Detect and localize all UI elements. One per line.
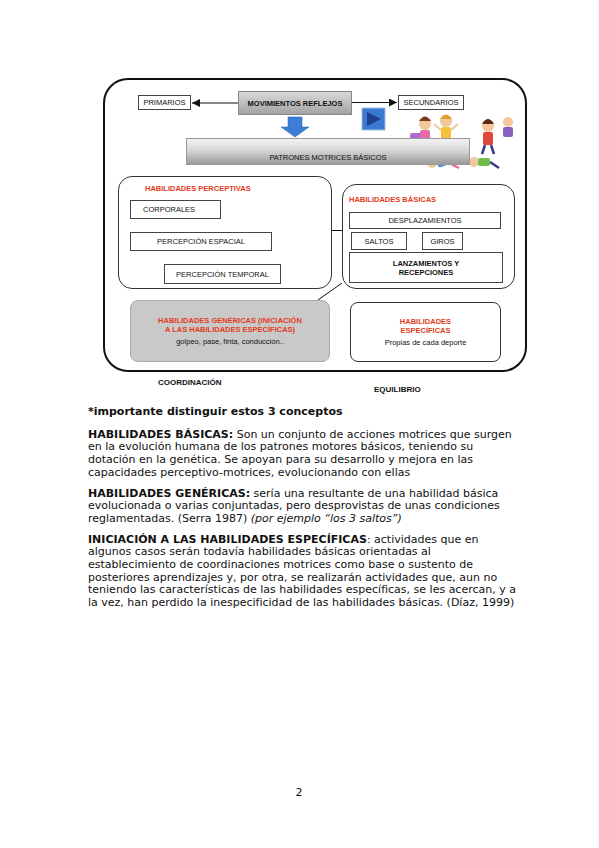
- node-title: PERCEPCIÓN TEMPORAL: [176, 270, 269, 279]
- definition-paragraph: *importante distinguir estos 3 conceptos: [88, 406, 520, 419]
- node-title: PRIMARIOS: [143, 98, 185, 107]
- node-title: PERCEPCIÓN ESPACIAL: [157, 237, 245, 246]
- definition-paragraph: HABILIDADES GENÉRICAS: sería una resulta…: [88, 488, 520, 526]
- definition-paragraph: HABILIDADES BÁSICAS: Son un conjunto de …: [88, 429, 520, 480]
- node-title: GIROS: [430, 237, 454, 246]
- node-title: MOVIMIENTOS REFLEJOS: [248, 99, 343, 108]
- skill-box: LANZAMIENTOS Y RECEPCIONES: [349, 252, 503, 283]
- node-body: golpeo, pase, finta, conducción..: [176, 337, 284, 346]
- node-title: PATRONES MOTRICES BÁSICOS: [269, 153, 386, 162]
- connector-line: [332, 230, 342, 231]
- axis-label: COORDINACIÓN: [158, 378, 222, 387]
- node-title: CORPORALES: [143, 205, 195, 214]
- skill-box: CORPORALES: [130, 200, 221, 219]
- term-text: *importante distinguir estos 3 conceptos: [88, 405, 343, 418]
- node-body: Propias de cada deporte: [385, 338, 467, 347]
- node-title: SALTOS: [365, 237, 394, 246]
- term-text: (por ejemplo “los 3 saltos”): [251, 512, 402, 525]
- node-title: HABILIDADES PERCEPTIVAS: [145, 184, 251, 193]
- skill-box: PERCEPCIÓN TEMPORAL: [164, 264, 281, 284]
- play-icon: [362, 108, 385, 130]
- connector-line: [352, 102, 397, 103]
- skill-box: SALTOS: [351, 232, 407, 250]
- generic-panel: HABILIDADES GENÉRICAS (INICIACIÓN A LAS …: [130, 300, 330, 362]
- skill-box: GIROS: [422, 232, 463, 250]
- group-panel: HABILIDADES PERCEPTIVAS CORPORALES PERCEPC…: [118, 176, 332, 289]
- axis-label: EQUILIBRIO: [374, 385, 421, 394]
- node-title: SECUNDARIOS: [403, 98, 458, 107]
- node-title: HABILIDADES ESPECÍFICAS: [391, 317, 461, 335]
- definition-paragraph: INICIACIÓN A LAS HABILIDADES ESPECÍFICAS…: [88, 534, 520, 610]
- pattern-band: PATRONES MOTRICES BÁSICOS: [186, 138, 470, 165]
- term-text: HABILIDADES GENÉRICAS:: [88, 487, 250, 500]
- label-box: SECUNDARIOS: [398, 95, 464, 110]
- block-arrow: [281, 117, 309, 137]
- node-title: HABILIDADES GENÉRICAS (INICIACIÓN A LAS …: [155, 316, 305, 334]
- connector-line: [192, 103, 238, 104]
- node-title: LANZAMIENTOS Y RECEPCIONES: [381, 259, 471, 277]
- label-box: PRIMARIOS: [138, 95, 191, 110]
- node-title: DESPLAZAMIENTOS: [388, 216, 461, 225]
- page-number: 2: [296, 786, 303, 799]
- term-text: HABILIDADES BÁSICAS:: [88, 428, 233, 441]
- specific-panel: HABILIDADES ESPECÍFICAS Propias de cada d…: [350, 302, 501, 362]
- outer-frame: [104, 79, 526, 371]
- reflex-bar: MOVIMIENTOS REFLEJOS: [238, 91, 352, 115]
- node-title: HABILIDADES BÁSICAS: [349, 195, 436, 204]
- skill-box: DESPLAZAMIENTOS: [349, 212, 501, 229]
- skill-box: PERCEPCIÓN ESPACIAL: [130, 232, 272, 251]
- group-panel: HABILIDADES BÁSICAS DESPLAZAMIENTOS SALTOS…: [342, 184, 515, 289]
- term-text: INICIACIÓN A LAS HABILIDADES ESPECÍFICAS: [88, 533, 367, 546]
